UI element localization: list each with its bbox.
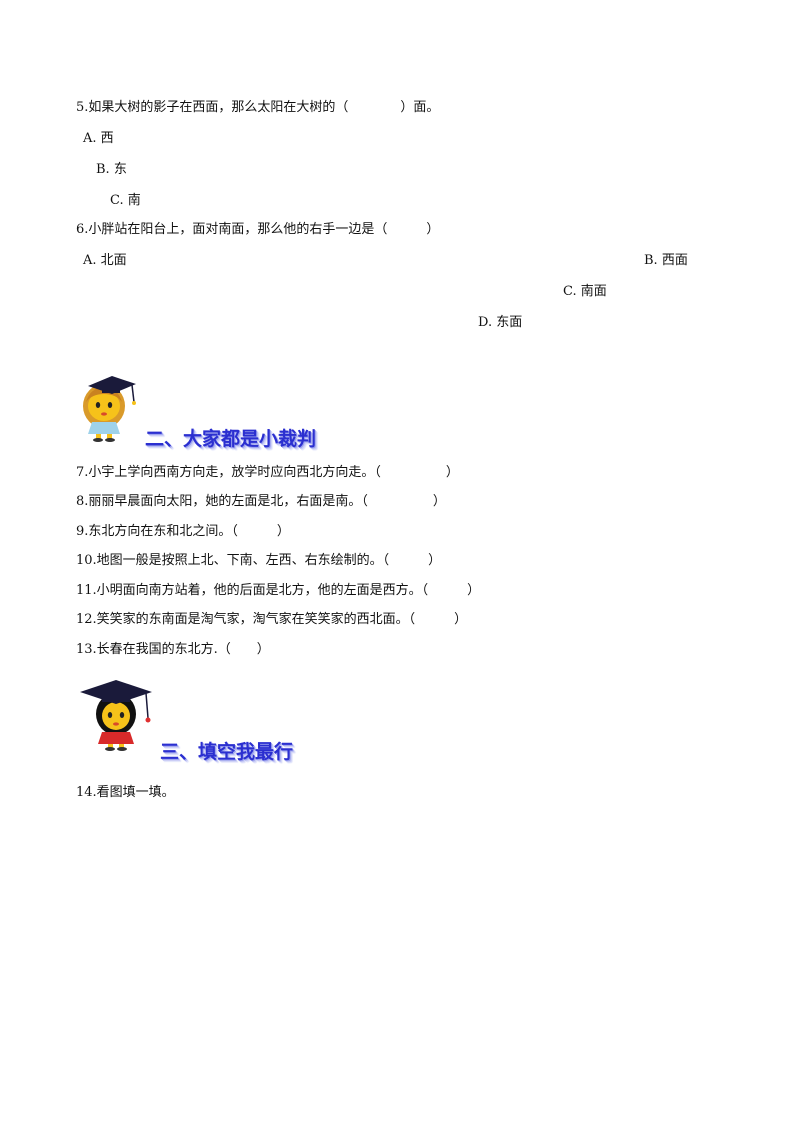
question-6-option-a[interactable]: A. 北面: [83, 253, 127, 268]
girl-mascot-with-grad-cap-icon: [83, 376, 136, 442]
question-6-option-d[interactable]: D. 东面: [478, 315, 523, 330]
question-12: 12.笑笑家的东南面是淘气家，淘气家在笑笑家的西北面。（ ）: [76, 612, 468, 627]
question-5-stem: 5.如果大树的影子在西面，那么太阳在大树的（ ）面。: [76, 100, 440, 115]
question-13: 13.长春在我国的东北方.（ ）: [76, 642, 270, 657]
question-5-option-b[interactable]: B. 东: [96, 162, 127, 177]
question-6-option-c[interactable]: C. 南面: [563, 284, 607, 299]
question-6-option-b[interactable]: B. 西面: [644, 253, 688, 268]
question-14: 14.看图填一填。: [76, 785, 175, 800]
question-8: 8.丽丽早晨面向太阳，她的左面是北，右面是南。（ ）: [76, 494, 446, 509]
question-7: 7.小宇上学向西南方向走，放学时应向西北方向走。（ ）: [76, 465, 459, 480]
question-6-stem: 6.小胖站在阳台上，面对南面，那么他的右手一边是（ ）: [76, 222, 440, 237]
question-10: 10.地图一般是按照上北、下南、左西、右东绘制的。（ ）: [76, 553, 442, 568]
section-3-title: 三、填空我最行: [160, 741, 294, 763]
question-11: 11.小明面向南方站着，他的后面是北方，他的左面是西方。（ ）: [76, 583, 481, 598]
question-9: 9.东北方向在东和北之间。（ ）: [76, 524, 290, 539]
section-2-title: 二、大家都是小裁判: [145, 428, 317, 450]
question-5-option-a[interactable]: A. 西: [83, 131, 114, 146]
girl-mascot-with-mortarboard-icon: [80, 680, 152, 751]
question-5-option-c[interactable]: C. 南: [110, 193, 141, 208]
